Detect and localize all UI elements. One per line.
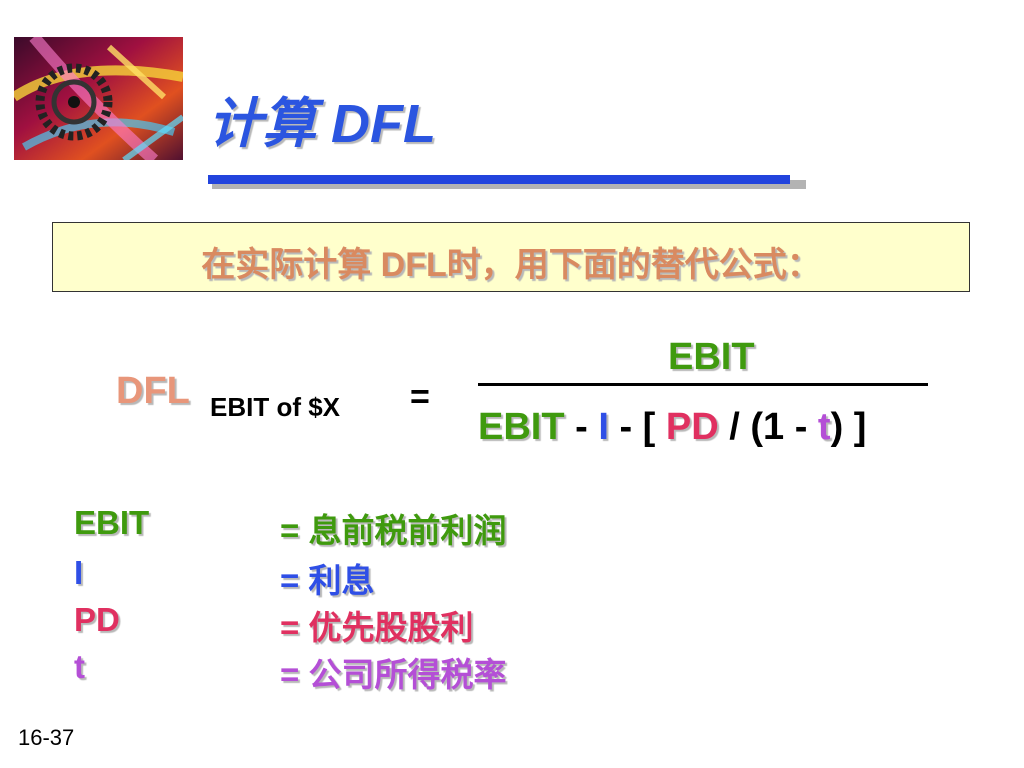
title-underline xyxy=(208,175,790,184)
denom-ebit: EBIT xyxy=(478,406,565,448)
definition-meaning-pd: = 优先股股利 xyxy=(280,601,473,649)
denom-op3: / (1 - xyxy=(718,406,818,448)
page-title-zh: 计算 xyxy=(208,94,316,154)
formula-lhs-subscript: EBIT of $X xyxy=(210,392,341,422)
page-title: 计算 DFL xyxy=(208,92,436,156)
note-box: 在实际计算 DFL时，用下面的替代公式： xyxy=(52,222,970,292)
title-underline-shadow xyxy=(212,180,806,189)
definition-meaning-ebit: = 息前税前利润 xyxy=(280,504,506,552)
slide-number: 16-37 xyxy=(18,725,75,750)
definition-text: 优先股股利 xyxy=(308,609,474,646)
definition-meaning-i: = 利息 xyxy=(280,554,374,602)
definition-eq: = xyxy=(280,656,309,693)
denom-op4: ) ] xyxy=(830,406,867,448)
definition-term-ebit: EBIT xyxy=(74,504,150,541)
denom-pd: PD xyxy=(665,406,719,448)
denom-op1: - xyxy=(564,406,599,448)
formula-denominator: EBIT - I - [ PD / (1 - t) ] xyxy=(478,406,866,449)
definition-eq: = xyxy=(280,609,309,646)
definition-meaning-t: = 公司所得税率 xyxy=(280,648,506,696)
definition-term-t: t xyxy=(74,648,85,685)
page-title-latin: DFL xyxy=(331,94,436,154)
denom-op2: - [ xyxy=(608,406,666,448)
definition-text: 息前税前利润 xyxy=(308,512,507,549)
denom-t: t xyxy=(817,406,831,448)
decorative-logo-image xyxy=(14,37,183,160)
denom-i: I xyxy=(598,406,609,448)
note-text: 在实际计算 DFL时，用下面的替代公式： xyxy=(201,246,821,284)
definition-term-pd: PD xyxy=(74,601,120,638)
definition-text: 公司所得税率 xyxy=(308,656,507,693)
fraction-bar xyxy=(478,383,928,386)
definition-term-i: I xyxy=(74,554,84,591)
definition-text: 利息 xyxy=(308,562,375,599)
formula-equals: = xyxy=(410,378,430,416)
formula-numerator: EBIT xyxy=(668,336,755,378)
definition-eq: = xyxy=(280,512,309,549)
formula-lhs: DFL xyxy=(116,370,190,412)
definition-eq: = xyxy=(280,562,309,599)
